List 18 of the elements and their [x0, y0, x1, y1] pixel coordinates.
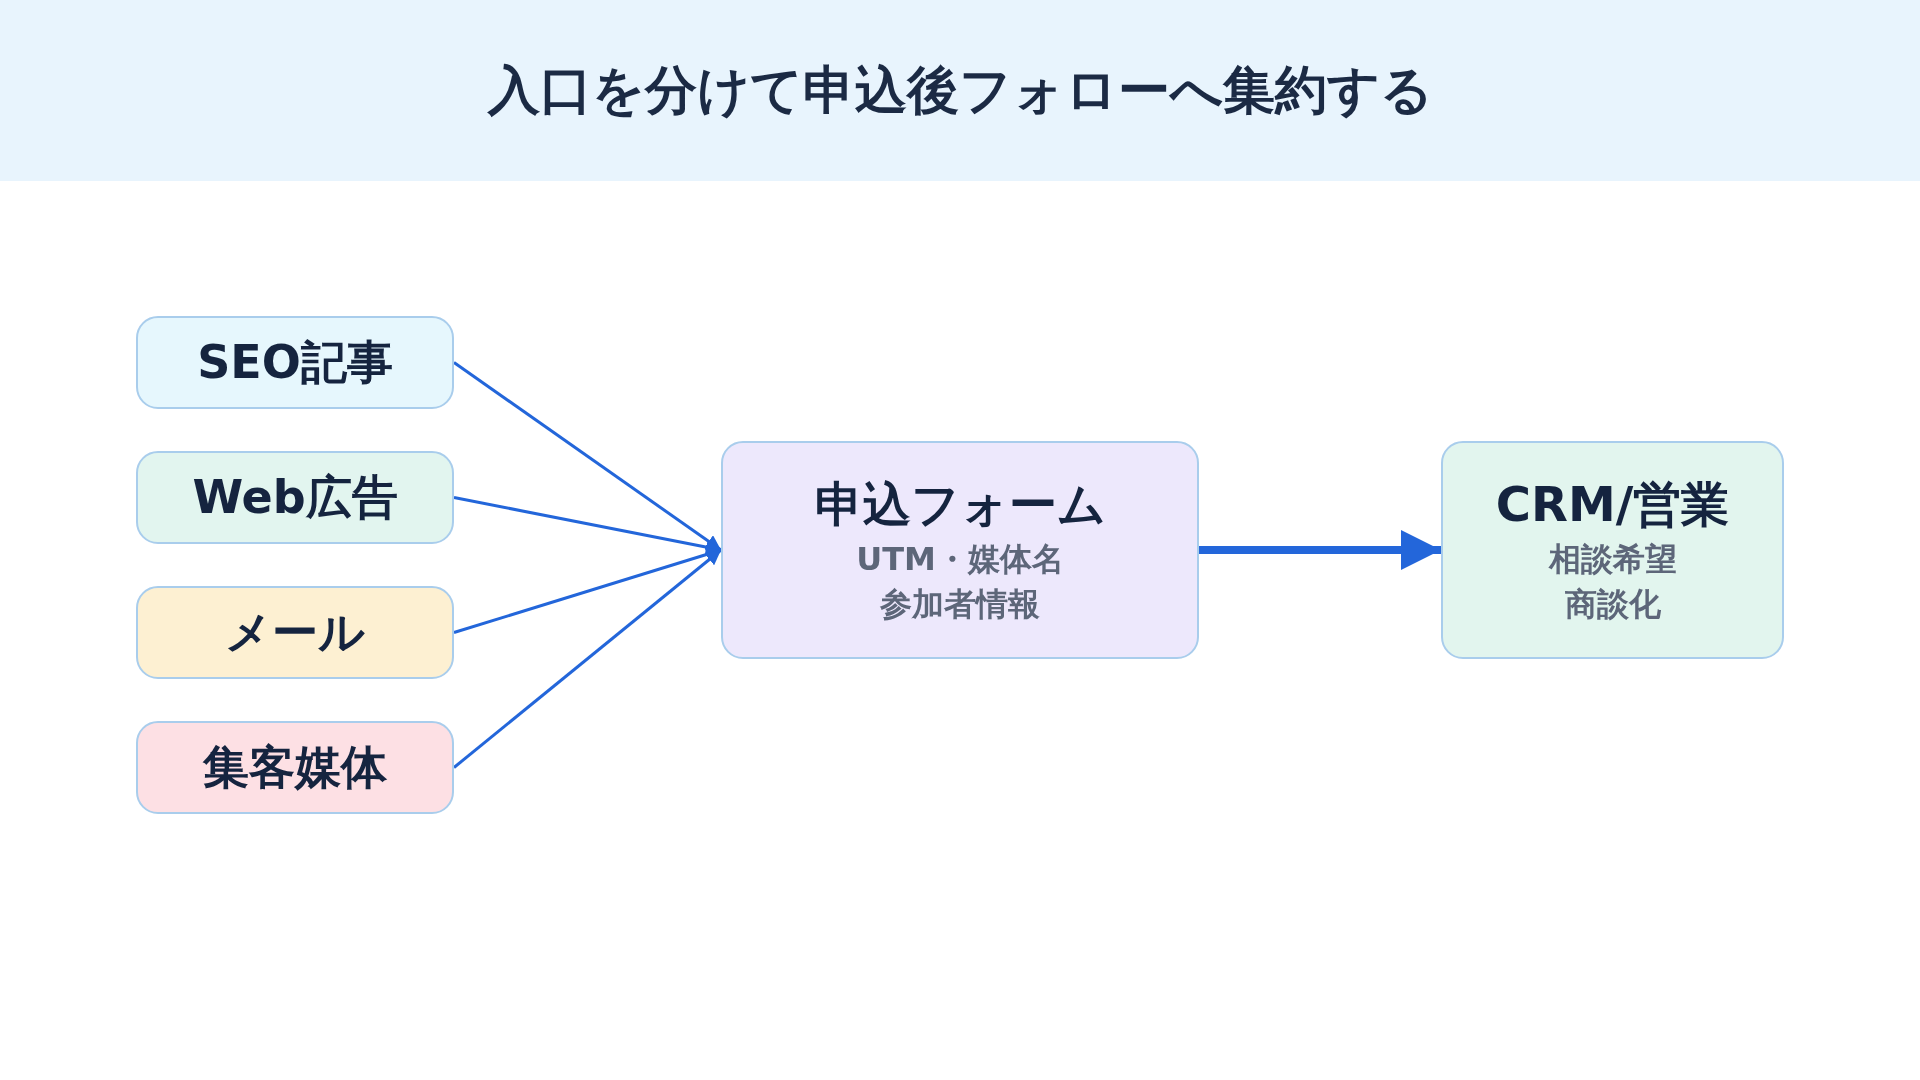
box-title: Web広告 [192, 468, 398, 526]
box-detail: 商談化 [1564, 584, 1661, 625]
process-box [136, 451, 454, 544]
box-title: メール [225, 603, 365, 661]
box-detail: UTM・媒体名 [856, 539, 1064, 581]
box-title: SEO記事 [197, 333, 393, 391]
process-box [721, 441, 1199, 659]
box-detail: 参加者情報 [880, 584, 1040, 625]
box-title: 集客媒体 [203, 738, 387, 796]
process-box [136, 316, 454, 409]
box-title: 申込フォーム [814, 475, 1106, 535]
box-detail: 相談希望 [1548, 539, 1677, 581]
box-title: CRM/営業 [1495, 475, 1730, 535]
process-box [136, 586, 454, 679]
title: 入口を分けて申込後フォローへ集約する [487, 58, 1433, 122]
arrow [1199, 530, 1441, 570]
process-box [1441, 441, 1784, 659]
process-box [136, 721, 454, 814]
